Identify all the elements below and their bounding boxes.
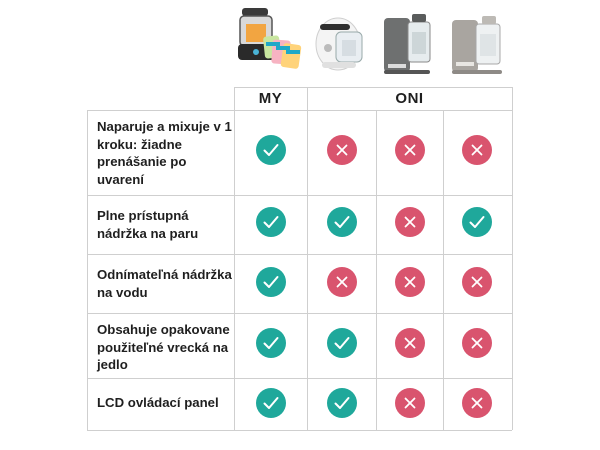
cross-icon — [462, 388, 492, 418]
header-oni: ONI — [395, 90, 424, 107]
check-icon — [256, 267, 286, 297]
check-icon — [327, 328, 357, 358]
grid-line-left — [87, 110, 88, 430]
check-icon — [256, 328, 286, 358]
check-icon — [327, 388, 357, 418]
check-icon — [256, 388, 286, 418]
feature-label-1: Naparuje a mixuje v 1 kroku: žiadne pren… — [97, 119, 232, 187]
cross-icon — [395, 267, 425, 297]
product-image-white-steamer — [312, 4, 372, 80]
feature-label-4: Obsahuje opakovane použiteľné vrecká na … — [97, 322, 230, 372]
grid-line-col-3 — [376, 110, 377, 430]
grid-line-row-1 — [87, 195, 512, 196]
cross-icon — [395, 135, 425, 165]
grid-line-col-1 — [234, 87, 235, 430]
product-images-row — [234, 0, 512, 86]
cross-icon — [395, 328, 425, 358]
cross-icon — [327, 267, 357, 297]
header-my: MY — [258, 90, 283, 107]
grid-line-header-top — [234, 87, 512, 88]
cross-icon — [462, 328, 492, 358]
feature-label-3: Odnímateľná nádržka na vodu — [97, 267, 232, 300]
grid-line-header-bottom — [87, 110, 512, 111]
grid-line-bottom — [87, 430, 512, 431]
cross-icon — [395, 207, 425, 237]
cross-icon — [395, 388, 425, 418]
feature-label-5: LCD ovládací panel — [97, 395, 219, 410]
check-icon — [327, 207, 357, 237]
grid-line-row-3 — [87, 313, 512, 314]
check-icon — [256, 207, 286, 237]
grid-line-row-2 — [87, 254, 512, 255]
grid-line-col-2 — [307, 87, 308, 430]
feature-label-2: Plne prístupná nádržka na paru — [97, 208, 199, 241]
product-image-light-grey-steamer — [448, 4, 510, 80]
cross-icon — [462, 267, 492, 297]
grid-line-col-4 — [443, 110, 444, 430]
cross-icon — [327, 135, 357, 165]
product-image-grey-steamer — [380, 4, 436, 80]
grid-line-right — [512, 87, 513, 430]
check-icon — [256, 135, 286, 165]
grid-line-row-4 — [87, 378, 512, 379]
product-image-blender — [236, 4, 306, 80]
cross-icon — [462, 135, 492, 165]
check-icon — [462, 207, 492, 237]
